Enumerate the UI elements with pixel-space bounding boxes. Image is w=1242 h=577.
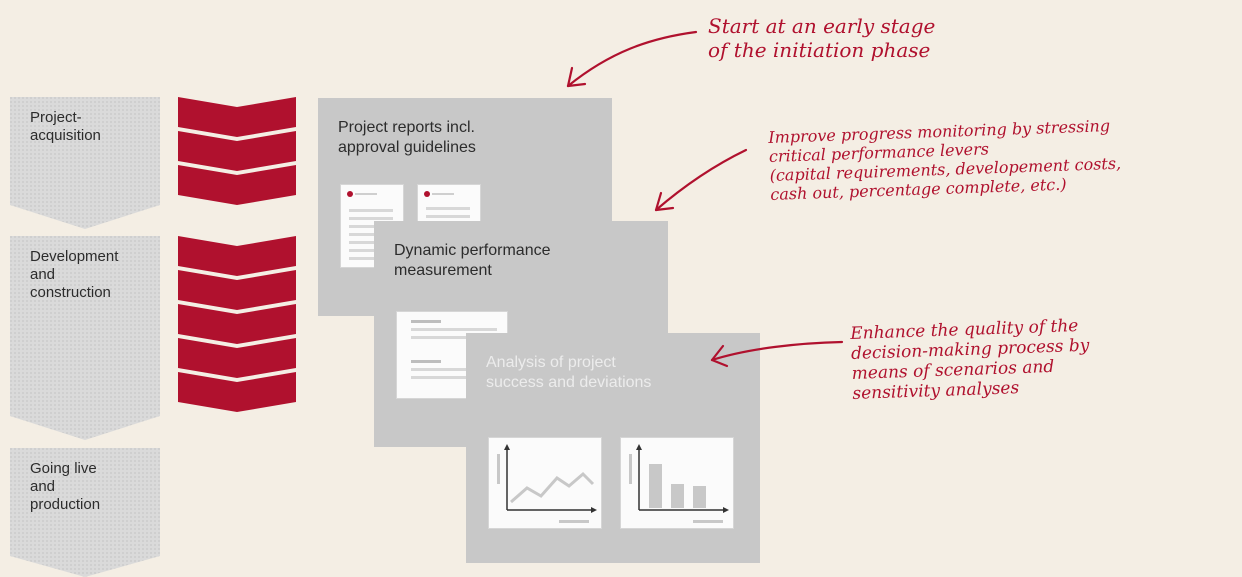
line-chart-icon bbox=[497, 444, 597, 523]
phase-arrow-shape bbox=[10, 97, 160, 229]
card-title: Dynamic performance measurement bbox=[394, 242, 551, 279]
arrow-to-card-1 bbox=[566, 30, 698, 88]
arrow-to-card-2 bbox=[654, 148, 748, 212]
bar-chart-icon bbox=[629, 444, 729, 523]
measurement-document-lines bbox=[411, 320, 497, 379]
red-chevron bbox=[178, 236, 296, 276]
phase-label: Development and construction bbox=[30, 248, 119, 301]
phase-going-live-production: Going live and production bbox=[10, 448, 160, 577]
progress-chevron-stack bbox=[178, 97, 296, 412]
phase-label: Project- acquisition bbox=[30, 109, 101, 144]
phase-arrow-shape bbox=[10, 448, 160, 577]
bar-chart-thumbnail bbox=[620, 437, 734, 529]
phase-arrow-shape bbox=[10, 236, 160, 440]
red-chevron bbox=[178, 97, 296, 137]
red-chevron bbox=[178, 338, 296, 378]
report-document-lines bbox=[347, 191, 393, 260]
red-chevron bbox=[178, 270, 296, 310]
phase-project-acquisition: Project- acquisition bbox=[10, 97, 160, 229]
card-analysis-success: Analysis of project success and deviatio… bbox=[466, 333, 760, 563]
red-chevron bbox=[178, 165, 296, 205]
arrow-to-card-3 bbox=[710, 340, 844, 362]
report-document-lines bbox=[424, 191, 470, 218]
phase-label: Going live and production bbox=[30, 460, 101, 513]
red-chevron bbox=[178, 304, 296, 344]
card-title: Analysis of project success and deviatio… bbox=[486, 354, 652, 391]
phase-development-construction: Development and construction bbox=[10, 236, 160, 440]
red-chevron bbox=[178, 131, 296, 171]
report-document-thumbnail bbox=[417, 184, 481, 224]
card-project-reports: Project reports incl. approval guideline… bbox=[318, 98, 612, 316]
note-early-stage: Start at an early stage of the initiatio… bbox=[708, 14, 936, 62]
card-title: Project reports incl. approval guideline… bbox=[338, 119, 476, 156]
red-chevron bbox=[178, 372, 296, 412]
line-chart-thumbnail bbox=[488, 437, 602, 529]
